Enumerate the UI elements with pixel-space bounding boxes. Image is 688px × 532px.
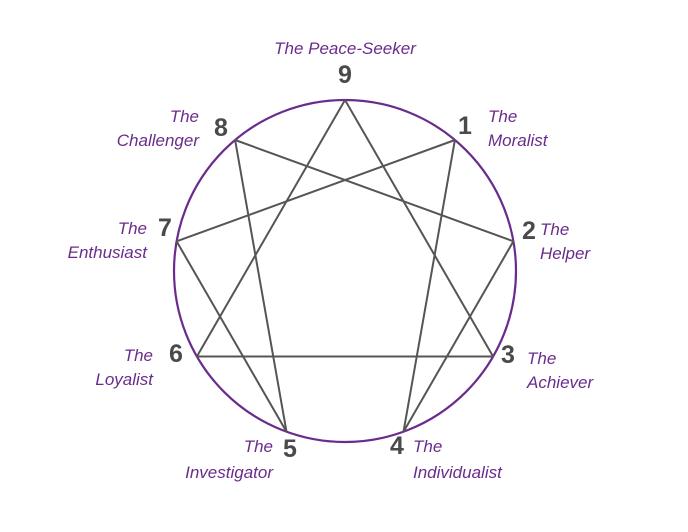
label-6-name: Loyalist — [95, 370, 154, 389]
hexad-line-1-4 — [402, 139, 456, 432]
point-5: 5 The Investigator — [185, 435, 297, 482]
label-3-name: Achiever — [526, 373, 594, 392]
point-3: 3 The Achiever — [501, 341, 594, 392]
label-2-name: Helper — [540, 244, 591, 263]
label-4-title: The — [413, 437, 442, 456]
point-4: 4 The Individualist — [390, 432, 503, 482]
hexad-line-8-5 — [234, 139, 288, 432]
label-7-name: Enthusiast — [68, 243, 149, 262]
number-1: 1 — [458, 112, 472, 140]
hexad-line-7-1 — [176, 139, 456, 243]
number-9: 9 — [338, 61, 352, 89]
number-6: 6 — [169, 340, 183, 368]
connection-lines — [175, 99, 515, 433]
point-2: 2 The Helper — [522, 217, 591, 263]
label-1-title: The — [488, 107, 517, 126]
label-5-name: Investigator — [185, 463, 274, 482]
number-3: 3 — [501, 341, 515, 369]
label-9-name: The Peace-Seeker — [274, 39, 417, 58]
number-8: 8 — [214, 114, 228, 142]
number-2: 2 — [522, 217, 536, 245]
hexad-line-2-8 — [234, 139, 514, 243]
triangle-line-9-3 — [344, 99, 494, 358]
enneagram-circle — [172, 98, 518, 444]
point-9: The Peace-Seeker 9 — [274, 39, 417, 89]
label-6-title: The — [124, 346, 153, 365]
label-4-name: Individualist — [413, 463, 503, 482]
number-4: 4 — [390, 432, 404, 460]
label-8-name: Challenger — [117, 131, 201, 150]
triangle-line-6-9 — [196, 99, 346, 358]
label-7-title: The — [118, 219, 147, 238]
hexad-line-4-2 — [402, 240, 515, 433]
point-1: 1 The Moralist — [458, 107, 549, 150]
label-3-title: The — [527, 349, 556, 368]
number-5: 5 — [283, 435, 297, 463]
label-8-title: The — [170, 107, 199, 126]
label-5-title: The — [244, 437, 273, 456]
number-7: 7 — [158, 214, 172, 242]
point-6: 6 The Loyalist — [95, 340, 183, 389]
point-8: 8 The Challenger — [117, 107, 228, 150]
hexad-line-5-7 — [175, 240, 288, 433]
label-1-name: Moralist — [488, 131, 549, 150]
point-7: 7 The Enthusiast — [68, 214, 172, 262]
label-2-title: The — [540, 220, 569, 239]
